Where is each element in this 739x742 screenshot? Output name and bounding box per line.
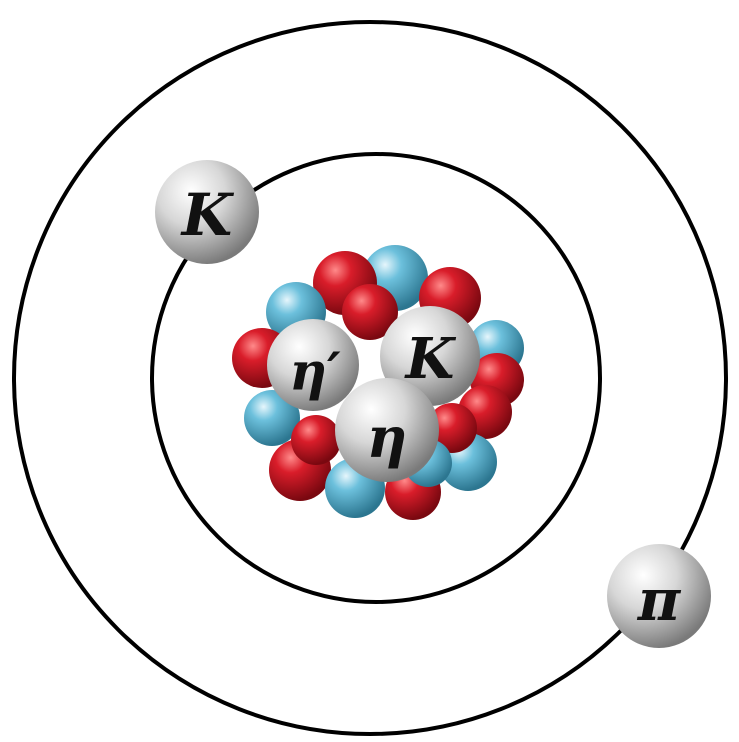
outer-orbit (12, 20, 728, 736)
eta-prime-label: η′ (289, 342, 341, 403)
eta-meson: η (335, 378, 439, 482)
eta-label: η (367, 405, 408, 471)
eta-prime-meson: η′ (267, 319, 359, 411)
pion-meson: π (607, 544, 711, 648)
proton-sphere (342, 284, 398, 340)
inner-orbit (150, 152, 602, 604)
neutron-sphere (244, 390, 300, 446)
proton-sphere (427, 403, 477, 453)
nucleus-kaon-meson: K (380, 306, 480, 406)
pion-label: π (637, 566, 682, 634)
outer-kaon-meson: K (155, 160, 259, 264)
nucleus-kaon-label: K (404, 326, 457, 392)
nucleus: η′ K η (232, 245, 524, 520)
outer-kaon-label: K (180, 181, 235, 249)
proton-sphere (291, 415, 341, 465)
